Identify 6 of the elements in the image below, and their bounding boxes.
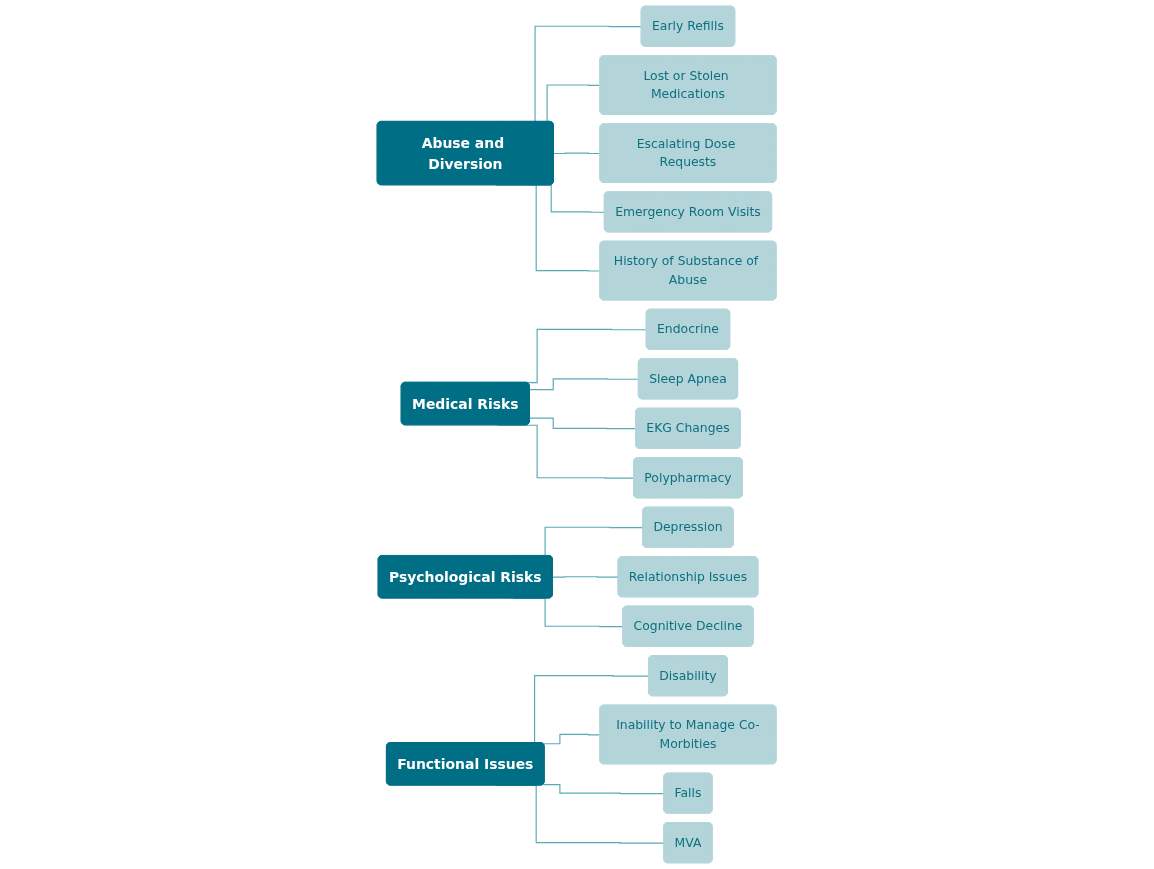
connector (542, 733, 602, 745)
connector (542, 784, 666, 795)
connector (529, 417, 637, 430)
connector (553, 152, 602, 155)
connector (552, 576, 620, 578)
connector (529, 378, 640, 391)
